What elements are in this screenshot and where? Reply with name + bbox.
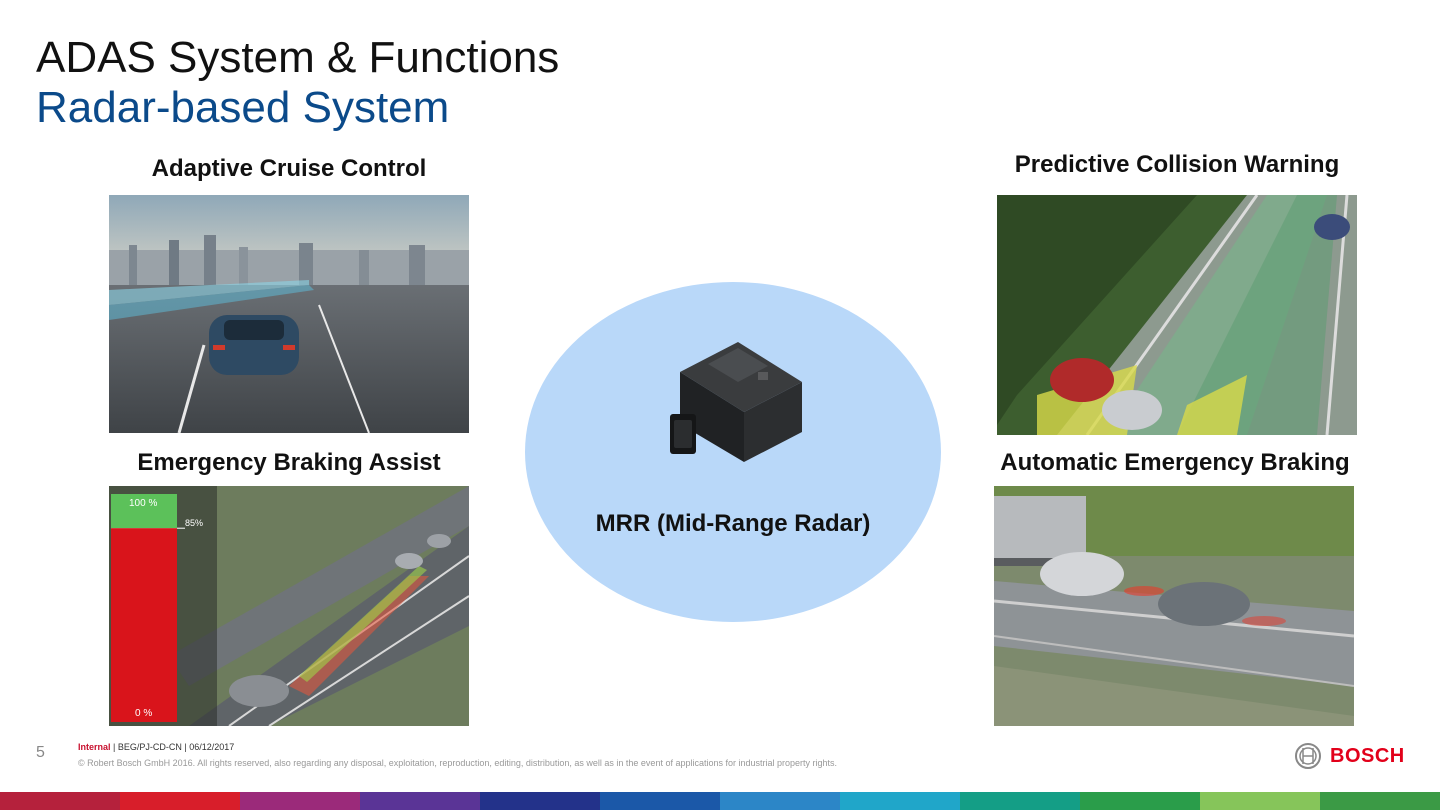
- footer-classification: Internal | BEG/PJ-CD-CN | 06/12/2017: [78, 742, 234, 752]
- eba-image: 100 % 85% 0 %: [109, 486, 469, 726]
- eba-mid-label: 85%: [185, 518, 203, 528]
- radar-sensor-image: [668, 342, 804, 470]
- pcw-label: Predictive Collision Warning: [1014, 151, 1340, 178]
- mrr-label: MRR (Mid-Range Radar): [595, 510, 871, 537]
- slide-title: ADAS System & Functions: [36, 33, 560, 82]
- eba-bottom-label: 0 %: [135, 708, 152, 719]
- pcw-image: [997, 195, 1357, 435]
- eba-label: Emergency Braking Assist: [137, 449, 441, 476]
- bosch-logo-text: BOSCH: [1330, 744, 1405, 767]
- brand-color-bar: [0, 792, 1440, 810]
- eba-gauge-green: [111, 494, 177, 529]
- footer-meta: | BEG/PJ-CD-CN | 06/12/2017: [110, 742, 235, 752]
- bosch-logo: BOSCH: [1294, 742, 1405, 770]
- aeb-label: Automatic Emergency Braking: [1000, 449, 1350, 476]
- eba-gauge-red: [111, 528, 177, 722]
- page-number: 5: [36, 744, 45, 761]
- internal-label: Internal: [78, 742, 111, 752]
- aeb-image: [994, 486, 1354, 726]
- footer-copyright: © Robert Bosch GmbH 2016. All rights res…: [78, 758, 838, 768]
- slide-subtitle: Radar-based System: [36, 83, 450, 132]
- acc-image: [109, 195, 469, 433]
- eba-top-label: 100 %: [129, 498, 157, 509]
- acc-label: Adaptive Cruise Control: [151, 155, 427, 182]
- bosch-armature-icon: [1295, 743, 1321, 769]
